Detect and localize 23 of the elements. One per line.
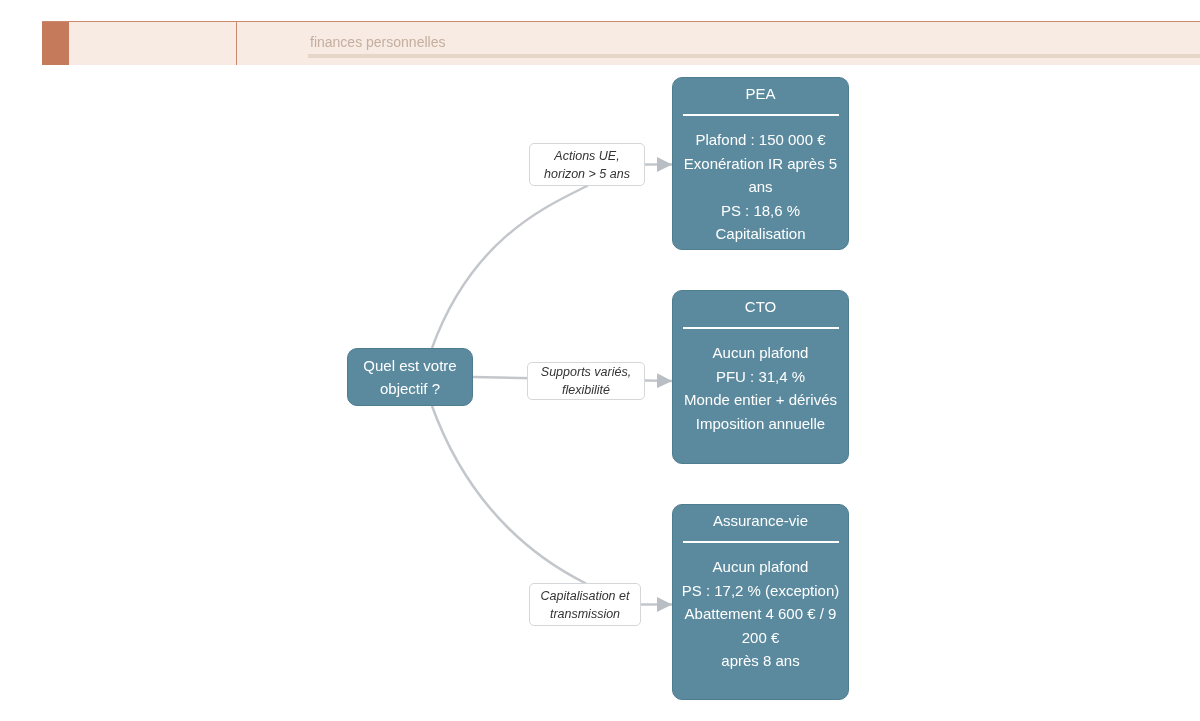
card-text: Capitalisation bbox=[715, 224, 806, 244]
card-text: Plafond : 150 000 € bbox=[695, 130, 826, 150]
card-text: PS : 18,6 % bbox=[720, 200, 801, 221]
card-text: Monde entier + dérivés bbox=[684, 390, 837, 410]
card-text: PFU : 31,4 % bbox=[715, 366, 806, 387]
question-box bbox=[347, 348, 473, 406]
card-title: PEA bbox=[745, 84, 776, 104]
card-text: Imposition annuelle bbox=[695, 413, 826, 434]
card-text: après 8 ans bbox=[721, 651, 800, 671]
edge-label: Capitalisation et transmission bbox=[529, 583, 641, 626]
info-card bbox=[672, 77, 849, 250]
card-title: CTO bbox=[744, 297, 777, 317]
question-text: Quel est votre objectif ? bbox=[362, 356, 458, 399]
edge-label: Actions UE, horizon > 5 ans bbox=[529, 143, 645, 186]
card-text: Aucun plafond bbox=[712, 557, 809, 577]
card-title: Assurance-vie bbox=[712, 511, 808, 531]
info-card bbox=[672, 504, 849, 700]
card-text: PS : 17,2 % (exception) bbox=[681, 580, 840, 601]
info-card bbox=[672, 290, 849, 464]
tagline: finances personnelles bbox=[310, 34, 446, 50]
card-text: Exonération IR après 5 ans bbox=[682, 153, 839, 197]
edge-label: Supports variés, flexibilité bbox=[527, 362, 645, 400]
card-text: Aucun plafond bbox=[712, 343, 809, 363]
